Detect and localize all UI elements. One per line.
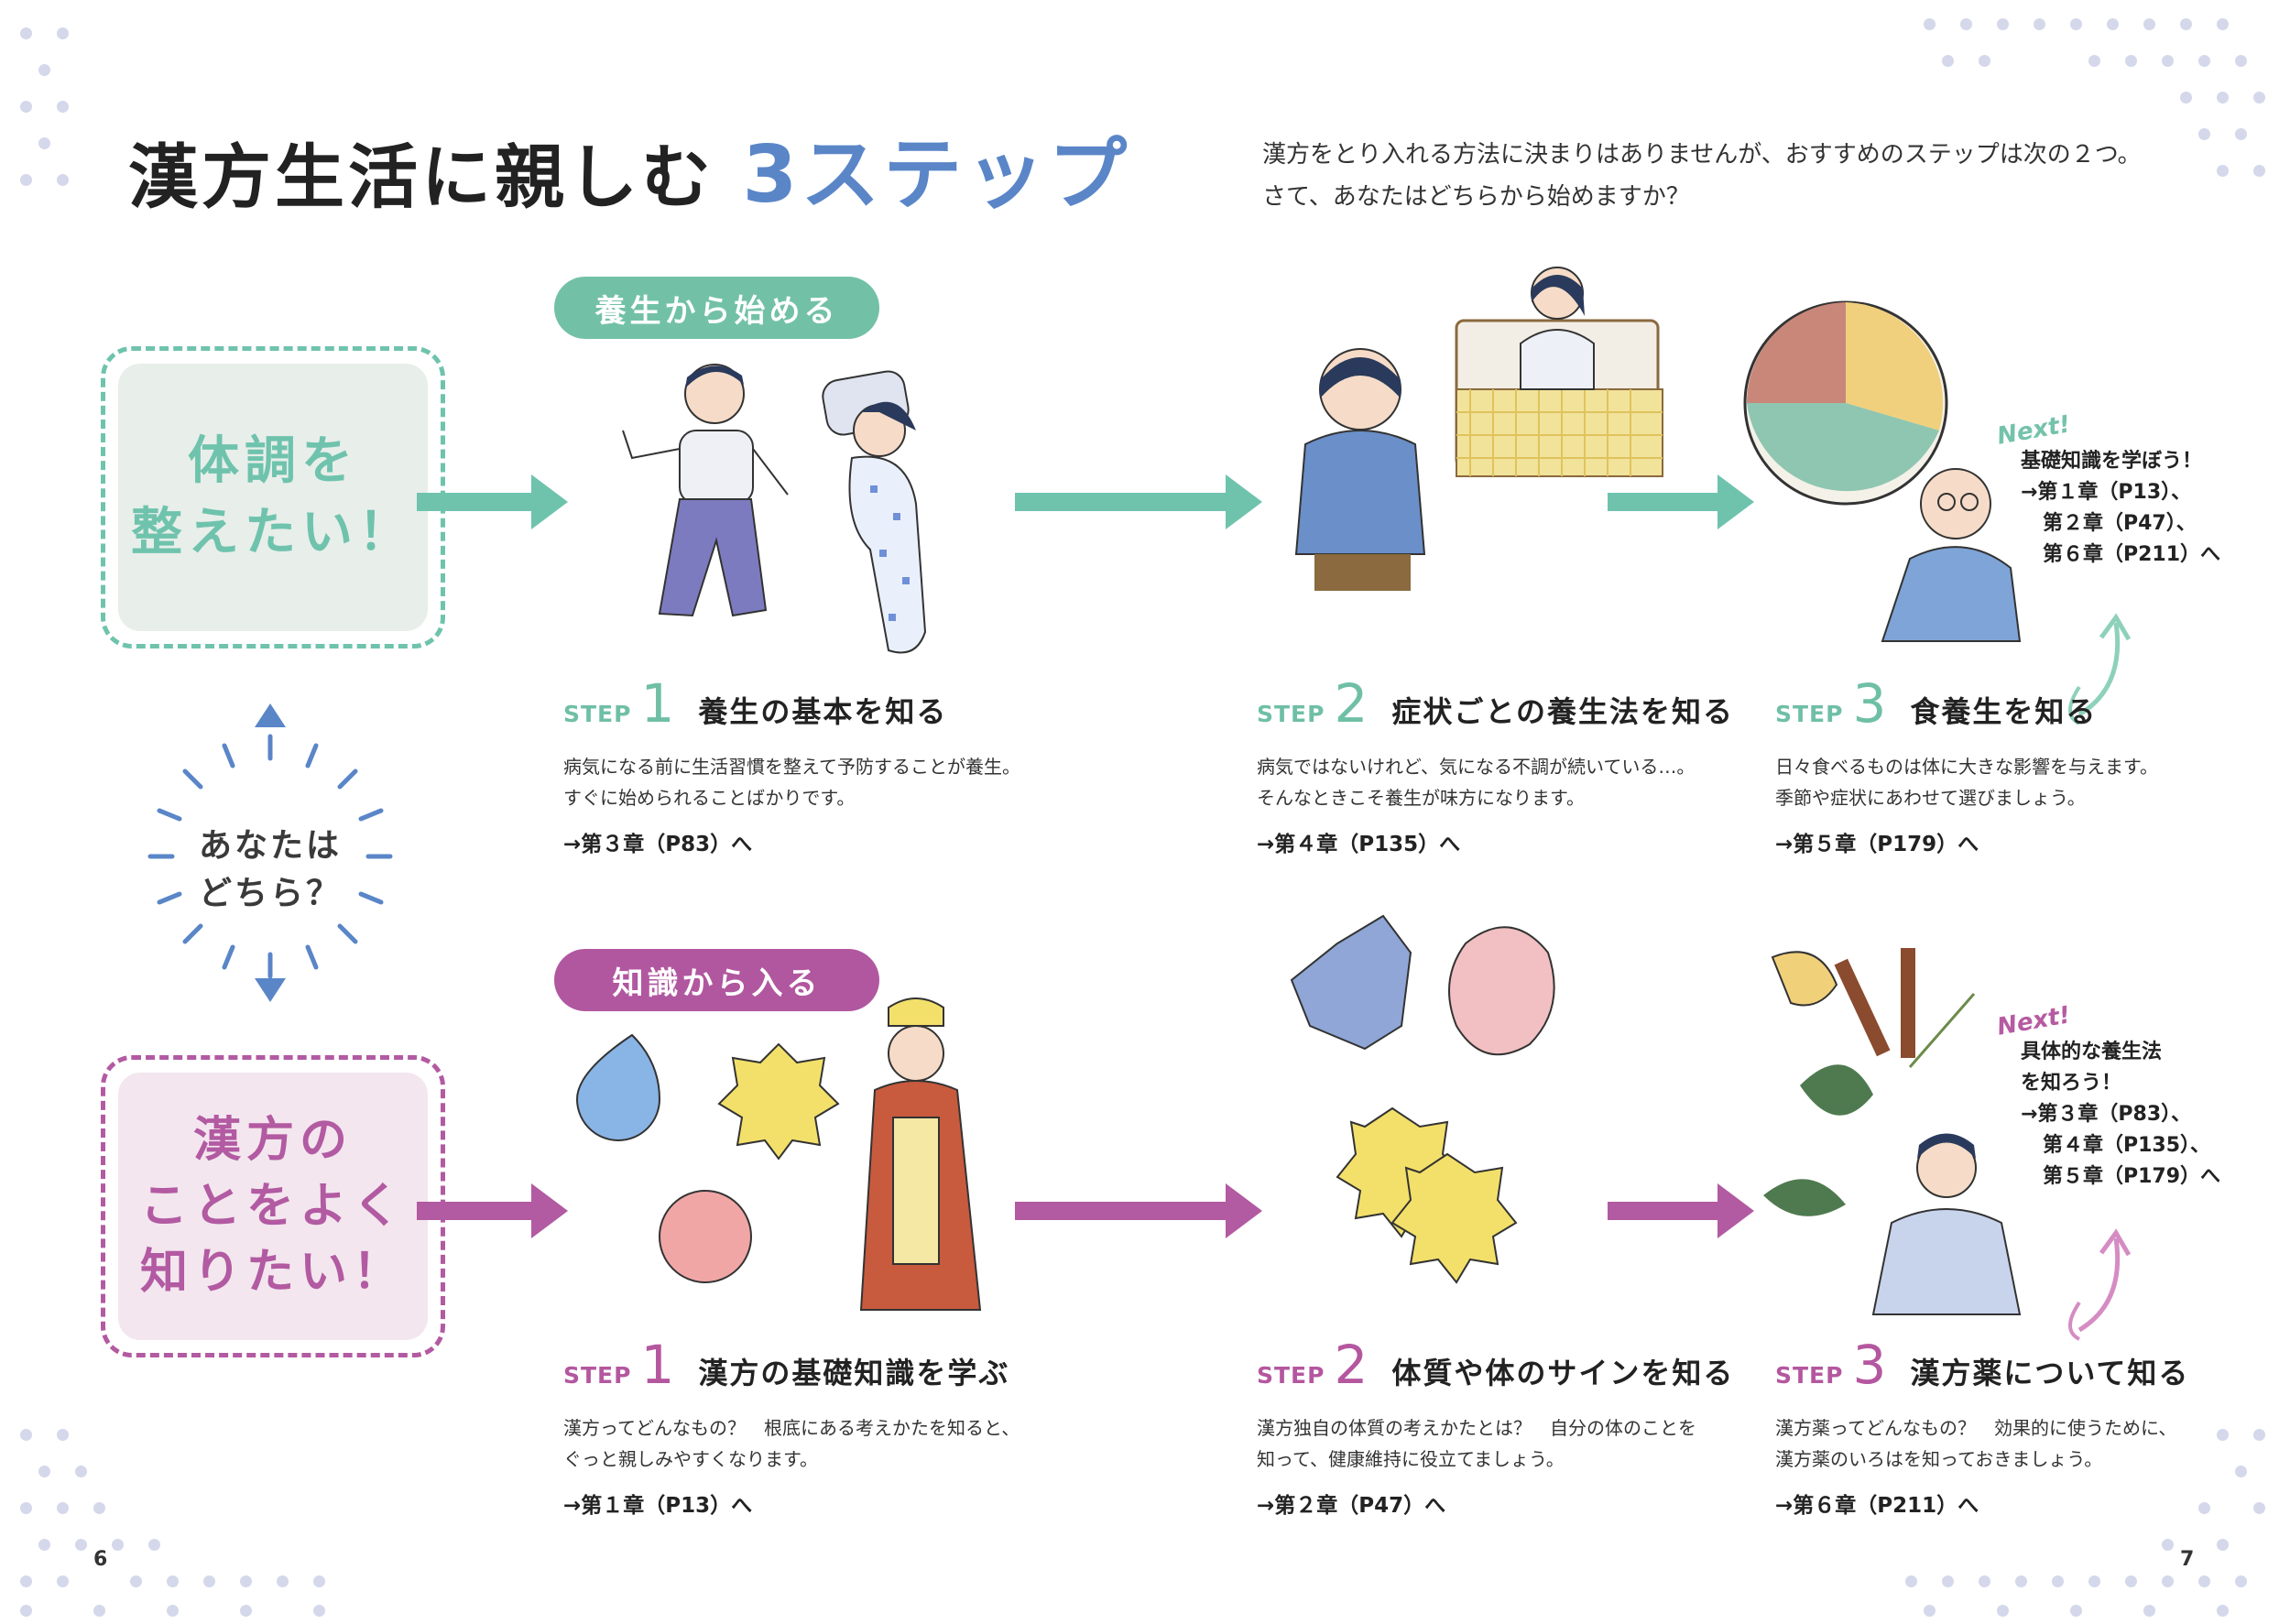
chapter-link[interactable]: →第２章（P47）へ bbox=[1257, 1494, 1446, 1518]
next-line: 具体的な養生法 bbox=[2021, 1041, 2163, 1063]
choice-a-line-1: 体調を bbox=[188, 431, 358, 491]
step-title: 体質や体のサインを知る bbox=[1391, 1356, 1735, 1390]
exercise-sleep-illustration bbox=[622, 364, 927, 654]
page-title: 漢方生活に親しむ 3ステップ bbox=[128, 110, 1130, 224]
intro-line-1: 漢方をとり入れる方法に決まりはありませんが、おすすめのステップは次の２つ。 bbox=[1262, 141, 2142, 169]
sunburst-ring-icon bbox=[147, 703, 393, 1002]
step-desc-line: すぐに始められることばかりです。 bbox=[563, 787, 856, 809]
step-title: 養生の基本を知る bbox=[698, 694, 948, 729]
intro-line-2: さて、あなたはどちらから始めますか？ bbox=[1262, 183, 1690, 211]
corner-dots-bottom-right bbox=[1887, 1411, 2290, 1621]
title-main: 漢方生活に親しむ bbox=[128, 136, 714, 218]
arrow-right-icon bbox=[1608, 474, 1754, 529]
step-title: 漢方薬について知る bbox=[1910, 1356, 2190, 1390]
step-desc-line: 日々食べるものは体に大きな影響を与えます。 bbox=[1775, 756, 2158, 778]
step-b-3: STEP 3 漢方薬について知る 漢方薬ってどんなもの？ 効果的に使うために、漢方薬… bbox=[1775, 1337, 2252, 1519]
corner-dots-top-left bbox=[0, 0, 110, 202]
step-desc-line: 病気になる前に生活習慣を整えて予防することが養生。 bbox=[563, 756, 1020, 778]
herbs-doctor-illustration bbox=[1763, 948, 2022, 1315]
step-desc-line: 知って、健康維持に役立てましょう。 bbox=[1257, 1448, 1565, 1470]
choice-box-health[interactable]: 体調を 整えたい！ bbox=[101, 346, 445, 649]
step-word: STEP bbox=[1257, 701, 1325, 727]
choice-box-knowledge[interactable]: 漢方の ことをよく 知りたい！ bbox=[101, 1055, 445, 1357]
arrow-right-icon bbox=[417, 474, 568, 529]
step-number: 2 bbox=[1334, 672, 1369, 735]
step-desc-line: 漢方独自の体質の考えかたとは？ 自分の体のことを bbox=[1257, 1417, 1696, 1439]
step-word: STEP bbox=[1257, 1362, 1325, 1389]
step-desc-line: そんなときこそ養生が味方になります。 bbox=[1257, 787, 1585, 809]
next-note-b: Next! 具体的な養生法 を知ろう！ →第３章（P83）、 第４章（P135）… bbox=[1995, 1001, 2221, 1193]
choice-b-line-2: ことをよく bbox=[139, 1179, 406, 1234]
arrow-right-icon bbox=[1015, 1183, 1262, 1238]
step-title: 症状ごとの養生法を知る bbox=[1391, 694, 1735, 729]
question-circle: あなたは どちら？ bbox=[137, 703, 403, 1002]
arrow-right-icon bbox=[1608, 1183, 1754, 1238]
chapter-link[interactable]: →第１章（P13）へ bbox=[563, 1494, 753, 1518]
step-title: 食養生を知る bbox=[1910, 694, 2098, 729]
next-link[interactable]: 第４章（P135）、 bbox=[2043, 1134, 2211, 1157]
choice-a-line-2: 整えたい！ bbox=[131, 503, 415, 562]
arrow-right-icon bbox=[417, 1183, 568, 1238]
step-word: STEP bbox=[1775, 1362, 1844, 1389]
next-link[interactable]: 第６章（P211）へ bbox=[2043, 543, 2221, 566]
step-desc-line: 漢方薬のいろはを知っておきましょう。 bbox=[1775, 1448, 2103, 1470]
next-note-a: Next! 基礎知識を学ぼう！ →第１章（P13）、 第２章（P47）、 第６章… bbox=[1995, 410, 2221, 571]
page-number-left: 6 bbox=[93, 1548, 108, 1571]
step-number: 3 bbox=[1852, 672, 1887, 735]
step-number: 3 bbox=[1852, 1334, 1887, 1396]
step-word: STEP bbox=[563, 701, 632, 727]
step-number: 1 bbox=[640, 672, 675, 735]
corner-dots-bottom-left bbox=[0, 1411, 385, 1621]
step-b-1: STEP 1 漢方の基礎知識を学ぶ 漢方ってどんなもの？ 根底にある考えかたを知ると… bbox=[563, 1337, 1040, 1519]
next-link[interactable]: →第３章（P83）、 bbox=[2021, 1103, 2192, 1126]
step-b-2: STEP 2 体質や体のサインを知る 漢方独自の体質の考えかたとは？ 自分の体のこと… bbox=[1257, 1337, 1733, 1519]
step-word: STEP bbox=[563, 1362, 632, 1389]
question-line-2: どちら？ bbox=[198, 875, 342, 912]
step-title: 漢方の基礎知識を学ぶ bbox=[698, 1356, 1010, 1390]
curved-arrow-up-icon bbox=[2068, 1228, 2132, 1341]
unwell-resting-illustration bbox=[1294, 267, 1663, 591]
step-desc-line: 漢方薬ってどんなもの？ 効果的に使うために、 bbox=[1775, 1417, 2177, 1439]
arrow-right-icon bbox=[1015, 474, 1262, 529]
chapter-link[interactable]: →第４章（P135）へ bbox=[1257, 833, 1461, 856]
choice-b-line-1: 漢方の bbox=[192, 1113, 353, 1168]
intro-text: 漢方をとり入れる方法に決まりはありませんが、おすすめのステップは次の２つ。 さて… bbox=[1262, 134, 2142, 218]
route-pill-yojo: 養生から始める bbox=[554, 277, 879, 339]
next-link[interactable]: 第５章（P179）へ bbox=[2043, 1165, 2221, 1188]
chapter-link[interactable]: →第３章（P83）へ bbox=[563, 833, 753, 856]
choice-b-line-3: 知りたい！ bbox=[139, 1245, 406, 1300]
step-desc-line: ぐっと親しみやすくなります。 bbox=[563, 1448, 818, 1470]
next-link[interactable]: 第２章（P47）、 bbox=[2043, 512, 2197, 535]
next-line: 基礎知識を学ぼう！ bbox=[2021, 450, 2203, 473]
next-tag: Next! bbox=[1995, 1001, 2073, 1041]
step-number: 1 bbox=[640, 1334, 675, 1396]
title-accent: 3ステップ bbox=[742, 129, 1131, 221]
next-tag: Next! bbox=[1995, 410, 2073, 451]
chapter-link[interactable]: →第６章（P211）へ bbox=[1775, 1494, 1979, 1518]
page-number-right: 7 bbox=[2180, 1548, 2195, 1571]
step-number: 2 bbox=[1334, 1334, 1369, 1396]
step-desc-line: 漢方ってどんなもの？ 根底にある考えかたを知ると、 bbox=[563, 1417, 1020, 1439]
route-pill-knowledge: 知識から入る bbox=[554, 949, 879, 1011]
corner-dots-top-right bbox=[1905, 0, 2290, 202]
constitution-characters-illustration bbox=[1290, 914, 1555, 1284]
next-link[interactable]: →第１章（P13）、 bbox=[2021, 481, 2192, 504]
step-desc-line: 季節や症状にあわせて選びましょう。 bbox=[1775, 787, 2086, 809]
chapter-link[interactable]: →第５章（P179）へ bbox=[1775, 833, 1979, 856]
next-line: を知ろう！ bbox=[2021, 1072, 2122, 1095]
step-word: STEP bbox=[1775, 701, 1844, 727]
food-plate-illustration bbox=[1743, 300, 2022, 642]
curved-arrow-up-icon bbox=[2068, 613, 2132, 725]
question-line-1: あなたは bbox=[198, 827, 342, 865]
qi-blood-water-characters-illustration bbox=[575, 997, 982, 1311]
step-desc-line: 病気ではないけれど、気になる不調が続いている…。 bbox=[1257, 756, 1696, 778]
